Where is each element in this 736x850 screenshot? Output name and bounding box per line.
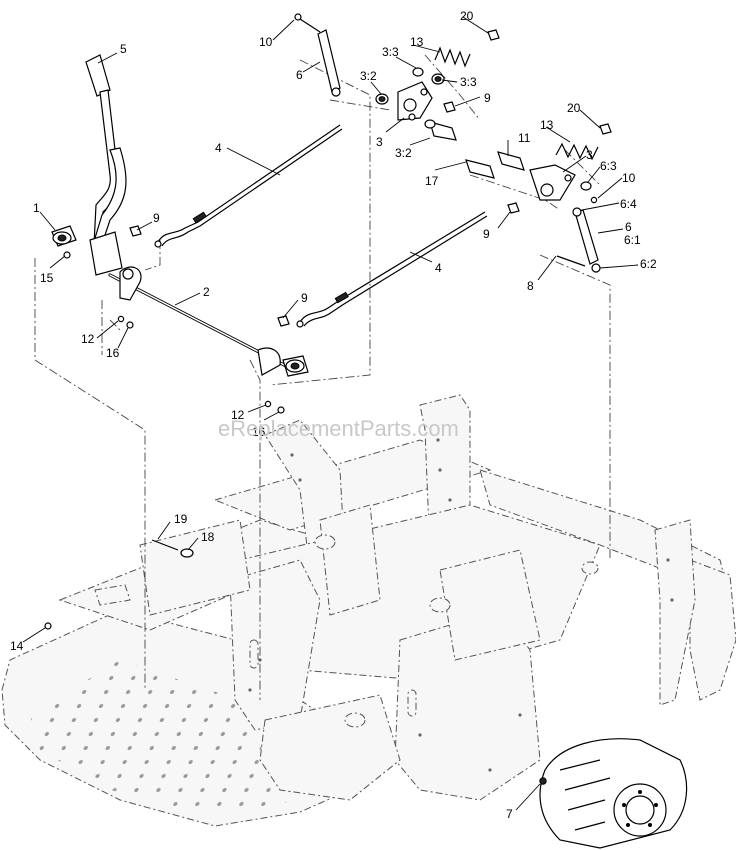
- pivot-boss-3: [344, 712, 366, 728]
- nut-9c: [129, 225, 142, 237]
- washer-3-3a: [412, 67, 424, 77]
- washer-12a: [117, 315, 125, 323]
- rear-post: [654, 519, 696, 706]
- nut-9d: [277, 315, 290, 327]
- rear-bumper: [689, 559, 736, 701]
- pivot-pin-17a: [429, 121, 457, 141]
- control-lever: [85, 54, 127, 276]
- callout-6-3: 6:3: [600, 159, 617, 173]
- flange-bearing-left: [51, 225, 77, 247]
- callout-11: 11: [518, 131, 531, 145]
- bolt-10a: [294, 13, 302, 21]
- callout-20-right: 20: [567, 101, 581, 115]
- callout-16-right: 16: [252, 425, 266, 439]
- linkage-rod-lower: [296, 211, 488, 328]
- lever-grip: [85, 54, 111, 97]
- pump-bracket-right: [394, 609, 541, 801]
- callout-18: 18: [201, 530, 215, 544]
- callout-14: 14: [10, 639, 24, 653]
- footrest-hole-field: [30, 660, 320, 815]
- callout-7: 7: [506, 807, 513, 821]
- callout-10-right: 10: [622, 171, 636, 185]
- linkage-rod-upper: [154, 124, 343, 248]
- bolt-8: [556, 255, 586, 267]
- post-holes: [248, 438, 674, 772]
- leader-lines: [22, 16, 639, 811]
- spring-13b: [555, 142, 599, 161]
- pump-bracket-left: [229, 559, 321, 731]
- rod-end-right: [556, 207, 601, 273]
- callout-15: 15: [40, 271, 54, 285]
- callout-9-lower: 9: [301, 291, 308, 305]
- callout-6-4: 6:4: [620, 197, 637, 211]
- nut-15: [63, 251, 71, 259]
- callout-3-2-lower: 3:2: [395, 146, 412, 160]
- callout-6-2: 6:2: [640, 257, 657, 271]
- pump-housing-a: [319, 504, 381, 616]
- callout-13-right: 13: [540, 118, 554, 132]
- nut-9b: [507, 202, 520, 214]
- callout-labels: 1 15 5 2 9 12 16 9 4 4 12 16 10 6 20 13 …: [10, 9, 657, 821]
- bolt-16b: [277, 406, 285, 414]
- spring-13a: [434, 46, 471, 68]
- bolt-19: [151, 539, 179, 551]
- pivot-boss-2: [429, 597, 451, 613]
- hydrostatic-pump: [539, 738, 688, 849]
- tractor-frame: [1, 394, 736, 827]
- callout-9-upper: 9: [484, 91, 491, 105]
- watermark-text: eReplacementParts.com: [218, 416, 459, 441]
- nut-20a: [487, 29, 500, 41]
- callout-17: 17: [425, 174, 439, 188]
- callout-5: 5: [120, 42, 127, 56]
- callout-13-left: 13: [410, 35, 424, 49]
- callout-6-left: 6: [296, 68, 303, 82]
- bolt-16a: [126, 321, 134, 329]
- nut-9a: [443, 101, 456, 113]
- side-rail-left: [213, 439, 492, 531]
- callout-19: 19: [174, 512, 188, 526]
- callout-6-1: 6:1: [624, 233, 641, 247]
- callout-10-left: 10: [259, 35, 273, 49]
- callout-9-right: 9: [483, 227, 490, 241]
- pump-arm-bolt: [539, 777, 547, 785]
- pivot-boss-1: [314, 534, 336, 550]
- rod-end-left: [294, 13, 341, 97]
- washer-6-3: [580, 181, 592, 191]
- washer-18: [180, 548, 194, 558]
- hardware: [44, 225, 290, 630]
- seat-bracket: [139, 519, 251, 616]
- callout-3-3-lower: 3:3: [460, 75, 477, 89]
- bolt-10b: [590, 196, 598, 204]
- callout-9-left: 9: [153, 211, 160, 225]
- pivot-boss-4: [581, 561, 599, 575]
- callout-20-left: 20: [460, 9, 474, 23]
- callout-3-3-upper: 3:3: [382, 45, 399, 59]
- bracket-slot: [94, 584, 131, 606]
- callout-3-2-upper: 3:2: [360, 69, 377, 83]
- pivot-shaft: [108, 266, 292, 376]
- callout-1: 1: [33, 201, 40, 215]
- pump-housing-b: [439, 549, 541, 661]
- callout-3-left: 3: [376, 135, 383, 149]
- callout-4-upper: 4: [215, 141, 222, 155]
- control-arm-right: [465, 123, 612, 214]
- callout-12-right: 12: [231, 408, 245, 422]
- control-arm-left: [375, 29, 500, 141]
- callout-12-left: 12: [81, 332, 95, 346]
- callout-16-left: 16: [106, 346, 120, 360]
- pivot-pin-17b: [497, 151, 525, 171]
- callout-6-right: 6: [625, 220, 632, 234]
- callout-4-lower: 4: [435, 261, 442, 275]
- washer-12b: [264, 400, 272, 408]
- post-slot-2: [407, 689, 417, 717]
- bolt-14: [44, 622, 52, 630]
- post-slot-1: [249, 639, 259, 669]
- nut-20b: [599, 123, 612, 135]
- callout-3-right: 3: [586, 148, 593, 162]
- flange-bearing-right: [282, 355, 309, 377]
- pivot-pin-11: [465, 159, 495, 179]
- callout-2: 2: [203, 285, 210, 299]
- callout-8: 8: [527, 279, 534, 293]
